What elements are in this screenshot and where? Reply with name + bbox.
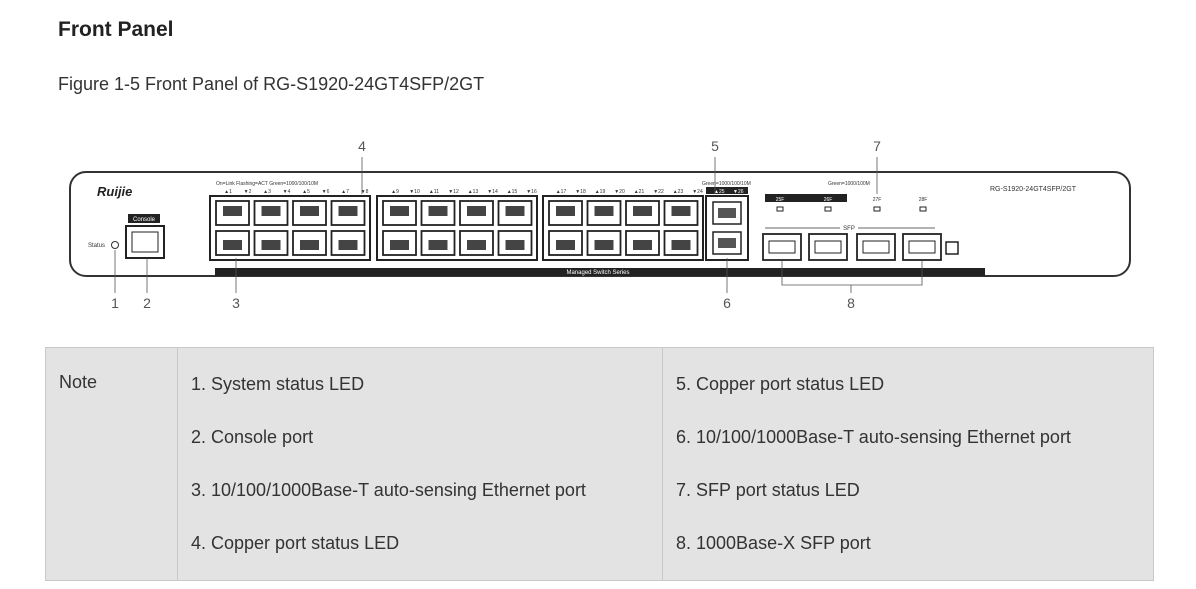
console-label-box	[128, 214, 160, 223]
note-item-2: 2. Console port	[191, 427, 314, 447]
port-led-label: ▼2	[244, 189, 252, 195]
combo-label-25: ▲25	[714, 189, 725, 195]
port-led-labels-17-24: ▲17 ▼18 ▲19 ▼20 ▲21 ▼22 ▲23 ▼24	[556, 189, 703, 195]
callout-number: 3	[232, 295, 240, 311]
callout-number: 1	[111, 295, 119, 311]
sfp-port-leds: 25F 26F 27F 28F	[776, 197, 928, 212]
port-led-label: ▼20	[614, 189, 625, 195]
rj45-port	[215, 200, 250, 226]
port-led-label: ▲23	[673, 189, 684, 195]
callout-number: 6	[723, 295, 731, 311]
note-column-2: 5. Copper port status LED 6. 10/100/1000…	[662, 347, 1154, 581]
port-led-label: ▼18	[575, 189, 586, 195]
note-item-7: 7. SFP port status LED	[676, 480, 860, 500]
status-led	[111, 241, 119, 249]
port-led-label: ▲3	[263, 189, 271, 195]
note-table: Note 1. System status LED 2. Console por…	[45, 347, 1154, 581]
note-item-6: 6. 10/100/1000Base-T auto-sensing Ethern…	[676, 427, 1071, 447]
note-column-1: 1. System status LED 2. Console port 3. …	[177, 347, 663, 581]
port-led-label: ▲13	[468, 189, 479, 195]
port-led-label: ▼10	[409, 189, 420, 195]
port-led-label: ▼6	[322, 189, 330, 195]
sfp-led	[873, 206, 881, 212]
rj45-port-block-1-8	[209, 195, 371, 261]
sfp-port-label: 26F	[824, 197, 833, 203]
callout-number: 2	[143, 295, 151, 311]
callout-number: 4	[358, 138, 366, 154]
combo-label-26: ▼26	[733, 189, 744, 195]
brand-logo: Ruijie	[97, 184, 132, 199]
port-led-labels-9-16: ▲9 ▼10 ▲11 ▼12 ▲13 ▼14 ▲15 ▼16	[391, 189, 537, 195]
rj45-port-block-9-16	[376, 195, 538, 261]
port-led-label: ▼12	[448, 189, 459, 195]
sfp-led-legend: Green=1000/100M	[828, 181, 870, 187]
copper-led-legend: On=Link Flashing=ACT Green=1000/100/10M	[216, 181, 318, 187]
note-item-3: 3. 10/100/1000Base-T auto-sensing Ethern…	[191, 480, 586, 500]
port-led-label: ▲19	[595, 189, 606, 195]
model-label: RG-S1920-24GT4SFP/2GT	[990, 186, 1077, 193]
note-label: Note	[45, 347, 178, 581]
port-led-label: ▲15	[507, 189, 518, 195]
status-led-label: Status	[88, 243, 105, 249]
section-title: Front Panel	[58, 18, 174, 41]
note-item-1: 1. System status LED	[191, 374, 365, 394]
sfp-led	[919, 206, 927, 212]
console-label: Console	[133, 217, 156, 223]
sfp-led	[824, 206, 832, 212]
rj45-port-block-17-24	[542, 195, 704, 261]
port-led-label: ▼24	[692, 189, 703, 195]
combo-label-box	[706, 187, 748, 194]
combo-led-legend: Green=1000/100/10M	[702, 181, 751, 187]
sfp-port-block	[762, 233, 942, 261]
port-led-label: ▼14	[487, 189, 498, 195]
console-port-inner	[131, 231, 159, 253]
sfp-port-label: 25F	[776, 197, 785, 203]
port-led-labels-1-8: ▲1 ▼2 ▲3 ▼4 ▲5 ▼6 ▲7 ▼8	[224, 189, 368, 195]
figure-caption: Figure 1-5 Front Panel of RG-S1920-24GT4…	[58, 74, 485, 94]
callout-number: 8	[847, 295, 855, 311]
note-item-4: 4. Copper port status LED	[191, 533, 400, 553]
note-item-5: 5. Copper port status LED	[676, 374, 885, 394]
port-led-label: ▲9	[391, 189, 399, 195]
sfp-extra-indicator	[945, 241, 959, 255]
port-led-label: ▲17	[556, 189, 567, 195]
port-led-label: ▼22	[653, 189, 664, 195]
sfp-led	[776, 206, 784, 212]
port-led-label: ▲21	[634, 189, 645, 195]
callouts: 1 2 3 4 5 6 7 8	[111, 138, 923, 311]
port-led-label: ▲11	[429, 189, 439, 195]
callout-number: 5	[711, 138, 719, 154]
sfp-led-bar	[765, 194, 847, 202]
series-label: Managed Switch Series	[566, 270, 629, 276]
series-band	[215, 268, 985, 276]
port-led-label: ▼8	[361, 189, 369, 195]
callout-number: 7	[873, 138, 881, 154]
front-panel-figure: Managed Switch Series Ruijie RG-S1920-24…	[69, 138, 1131, 311]
port-led-label: ▼4	[283, 189, 291, 195]
port-led-label: ▲7	[341, 189, 349, 195]
sfp-port-label: 28F	[919, 197, 928, 203]
sfp-group-label: SFP	[843, 226, 855, 232]
sfp-port-label: 27F	[873, 197, 882, 203]
port-led-label: ▲1	[224, 189, 232, 195]
port-led-label: ▲5	[302, 189, 310, 195]
port-led-label: ▼16	[526, 189, 537, 195]
note-item-8: 8. 1000Base-X SFP port	[676, 533, 871, 553]
